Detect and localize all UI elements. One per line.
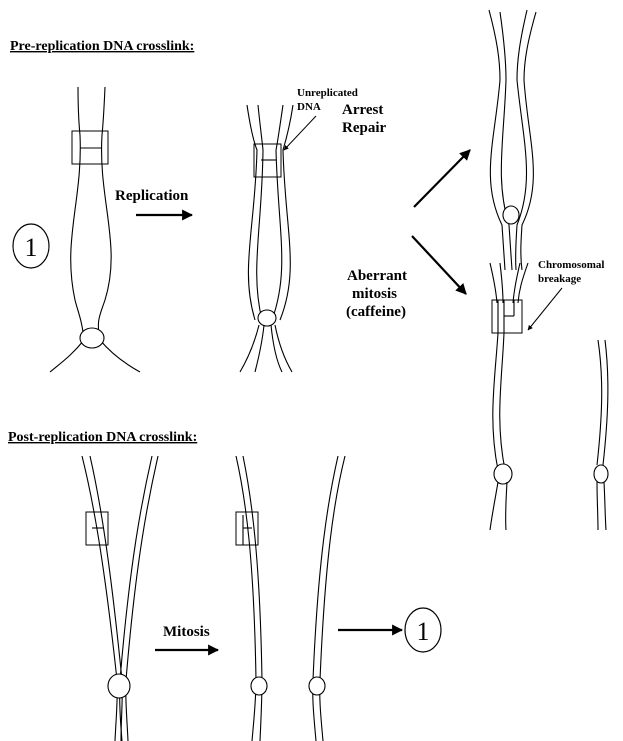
chromosome-unreplicated <box>50 87 140 372</box>
centromere <box>594 465 608 483</box>
post-replication-title: Post-replication DNA crosslink: <box>8 430 197 445</box>
unreplicated-label-line2: DNA <box>297 101 321 113</box>
chromosome-repaired <box>489 10 536 270</box>
post-chromosome-left <box>236 456 267 741</box>
chromosome-replicated <box>240 105 293 372</box>
post-chromosome-right <box>309 456 345 741</box>
aberrant-label-line1: Aberrant <box>347 268 407 284</box>
unreplicated-label-line1: Unreplicated <box>297 87 358 99</box>
svg-text:1: 1 <box>25 233 38 262</box>
centromere <box>258 310 276 326</box>
circle-number-1-result: 1 <box>405 608 441 652</box>
chromosome-broken-left <box>490 263 528 530</box>
centromere <box>494 464 512 484</box>
unreplicated-pointer <box>284 116 316 150</box>
centromere <box>80 328 104 348</box>
mitosis-label: Mitosis <box>163 624 210 640</box>
breakage-label-line2: breakage <box>538 273 581 285</box>
svg-text:1: 1 <box>417 617 430 646</box>
centromere <box>251 677 267 695</box>
aberrant-label-line3: (caffeine) <box>346 304 406 320</box>
circle-number-1: 1 <box>13 224 49 268</box>
chromosome-broken-right <box>594 340 608 530</box>
arrest-arrow <box>414 150 470 207</box>
repair-label: Repair <box>342 120 387 136</box>
pre-replication-title: Pre-replication DNA crosslink: <box>10 39 194 54</box>
centromere <box>108 674 130 698</box>
post-chromosome-crosslinked <box>82 456 158 741</box>
centromere <box>309 677 325 695</box>
breakage-label-line1: Chromosomal <box>538 259 604 271</box>
aberrant-label-line2: mitosis <box>352 286 397 302</box>
breakage-pointer <box>528 288 562 330</box>
centromere <box>503 206 519 224</box>
aberrant-arrow <box>412 236 466 294</box>
arrest-label: Arrest <box>342 102 383 118</box>
replication-label: Replication <box>115 188 189 204</box>
